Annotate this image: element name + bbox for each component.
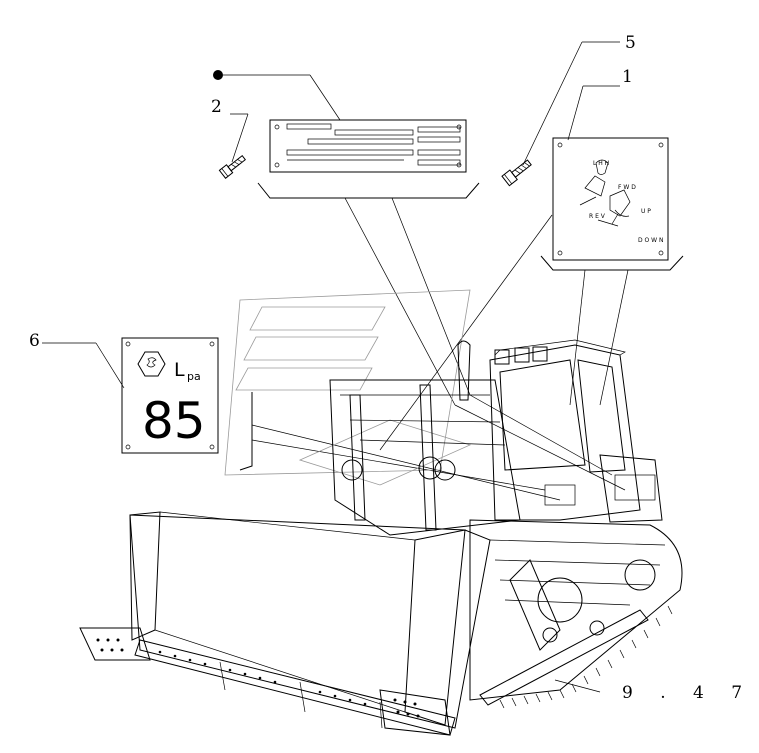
callout-5-leader [522,41,583,166]
decal-label-rev: R E V [589,213,606,220]
plate-leader-right [391,197,471,396]
noise-leader-b [251,439,546,491]
bulldozer-illustration [79,289,683,736]
callout-2-leader [231,113,249,163]
plate-leader-to-cab-a [454,404,626,491]
decal-label-fwd: F W D [618,184,636,191]
callout-6-leader [95,342,125,389]
screw-icon [218,155,247,179]
rating-plate-icon [269,119,467,173]
decal-leader-diag [379,214,553,451]
plate-leader-to-cab-b [469,394,613,476]
noise-level-decal-icon: L pa 85 [121,337,219,454]
control-decal-icon: L H H F W D U P R E V D O W N [552,137,669,261]
callout-2-label: 2 [211,97,222,117]
callout-1-leader [567,85,584,141]
decal-leader-right [599,269,629,406]
callout-5-label: 5 [625,33,636,53]
plate-bracket [257,182,480,199]
decal-label-up: U P [641,208,651,215]
noise-level-value: 85 [142,392,206,450]
decal-leader-left [569,269,586,406]
drawing-reference-number: 9 . 4 7 2 [622,683,759,703]
callout-6-label: 6 [29,331,40,351]
noise-lpa-prefix: L [174,359,185,381]
noise-leader-a [251,424,561,501]
screw-icon [501,159,532,187]
bullet-marker-icon [213,70,223,80]
plate-leader-left [344,197,456,406]
decal-label-down: D O W N [638,237,664,244]
decal-bracket [540,255,684,271]
callout-1-label: 1 [622,67,633,87]
reference-leader [554,679,601,693]
decal-label-lhh: L H H [593,160,609,167]
bullet-leader [309,74,341,121]
noise-lpa-subscript: pa [187,370,201,383]
noise-bracket [239,392,253,471]
